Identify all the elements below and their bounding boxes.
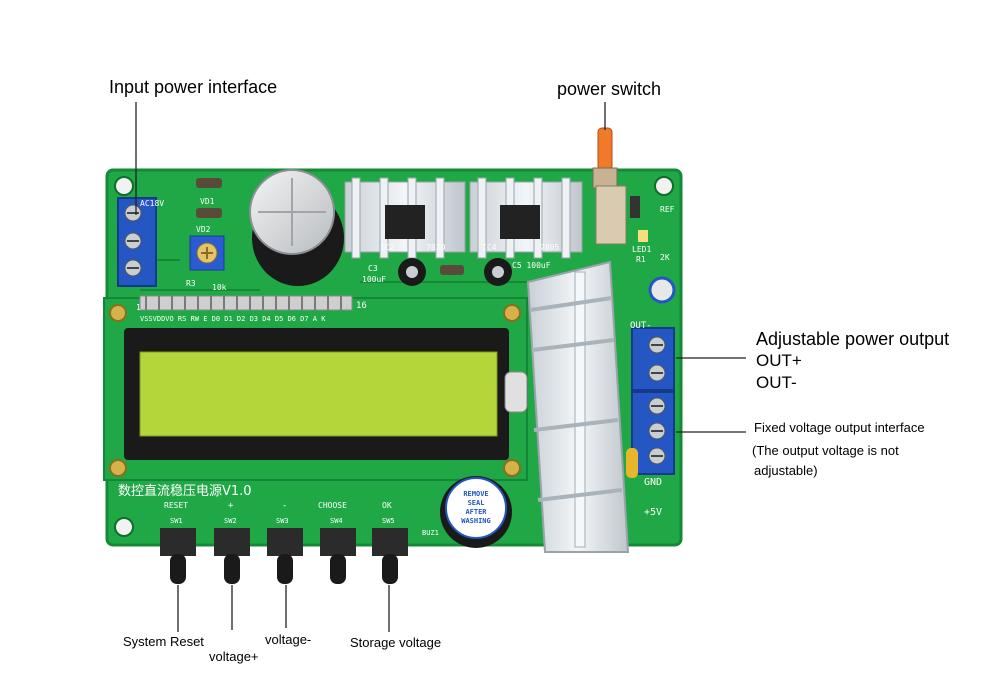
silk-ic2: IC2 — [380, 243, 395, 252]
top-left-components — [189, 178, 225, 271]
push-buttons — [160, 528, 408, 584]
silk-buzzer: BUZ1 — [422, 529, 439, 537]
button-ref-sw4: SW4 — [330, 517, 343, 525]
silk-vd1: VD1 — [200, 197, 215, 206]
callout-voltage-plus: voltage+ — [209, 649, 259, 664]
callout-lines — [135, 102, 746, 632]
board-title: 数控直流稳压电源V1.0 — [118, 484, 252, 499]
silk-r1-value: 2K — [660, 253, 670, 262]
silk-input-label: AC18V — [140, 199, 165, 208]
button-ref-sw2: SW2 — [224, 517, 237, 525]
callout-out-plus: OUT+ — [756, 351, 802, 370]
silk-lcd-pins: VSSVDDVO RS RW E D0 D1 D2 D3 D4 D5 D6 D7… — [140, 315, 326, 323]
silk-out-minus: OUT- — [630, 321, 652, 331]
callout-storage-voltage: Storage voltage — [350, 635, 442, 650]
button-label-ok: OK — [382, 501, 392, 510]
button-ref-sw5: SW5 — [382, 517, 395, 525]
main-capacitor — [249, 169, 344, 286]
callout-voltage-minus: voltage- — [265, 632, 312, 647]
button-ref-sw3: SW3 — [276, 517, 289, 525]
buzzer — [440, 476, 512, 548]
output-terminal-blocks — [626, 276, 676, 478]
callout-input-power: Input power interface — [109, 77, 278, 97]
silk-c5: C5 100uF — [512, 261, 551, 270]
buzzer-sticker: REMOVE SEAL AFTER WASHING — [452, 490, 500, 526]
callout-fixed-output: Fixed voltage output interface — [754, 420, 925, 435]
callout-power-switch: power switch — [557, 79, 662, 99]
right-heatsink — [526, 260, 630, 553]
silk-ic4: IC4 — [482, 243, 497, 252]
sticker-line-1: REMOVE — [463, 490, 489, 498]
silk-r3: R3 — [186, 279, 196, 288]
button-label-reset: RESET — [164, 501, 189, 510]
silk-pin-1: 1 — [136, 303, 141, 312]
silk-c3: C3 — [368, 264, 378, 273]
silk-r1: R1 — [636, 255, 646, 264]
callout-system-reset: System Reset — [123, 634, 204, 649]
silk-7805: 7805 — [540, 243, 560, 252]
button-ref-sw1: SW1 — [170, 517, 183, 525]
silk-5v: +5V — [644, 507, 663, 518]
silk-c3-value: 100uF — [362, 275, 387, 284]
button-label-choose: CHOOSE — [318, 501, 347, 510]
silk-7820: 7820 — [426, 243, 446, 252]
sticker-line-2: SEAL — [467, 499, 485, 507]
power-switch — [592, 127, 648, 245]
silk-gnd: GND — [644, 477, 663, 488]
lcd-header-pins — [139, 295, 353, 311]
silk-r3-value: 10k — [212, 283, 227, 292]
silk-ref: REF — [660, 205, 675, 214]
regulator-heatsinks — [344, 177, 583, 259]
silk-vd2: VD2 — [196, 225, 211, 234]
sticker-line-3: AFTER — [465, 508, 487, 516]
silk-led1: LED1 — [632, 245, 652, 254]
silk-pin-16: 16 — [356, 301, 367, 311]
button-label-plus: + — [228, 501, 234, 511]
small-capacitors — [398, 258, 512, 286]
callout-out-minus: OUT- — [756, 373, 797, 392]
button-label-minus: - — [282, 501, 288, 511]
lcd-module — [103, 297, 528, 481]
callout-fixed-note-1: (The output voltage is not — [752, 443, 899, 458]
input-terminal-block — [117, 197, 157, 287]
sticker-line-4: WASHING — [461, 517, 491, 525]
callout-fixed-note-2: adjustable) — [754, 463, 818, 478]
callout-adjustable-output: Adjustable power output — [756, 329, 950, 349]
